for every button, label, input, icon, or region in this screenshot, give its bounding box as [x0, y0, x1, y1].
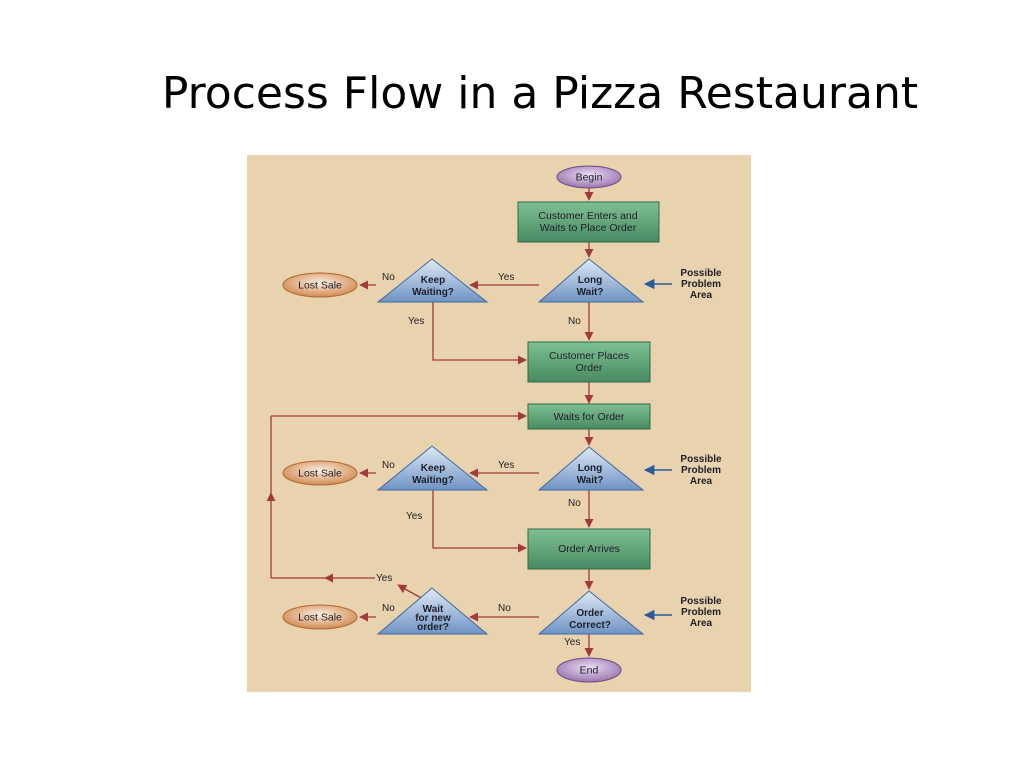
keep-waiting-2-line1: Keep [421, 463, 445, 474]
customer-enters-label-line1: Customer Enters and [538, 210, 637, 222]
customer-enters-label-line2: Waits to Place Order [540, 222, 637, 234]
order-correct-line1: Order [576, 608, 603, 619]
order-correct-line2: Correct? [569, 620, 611, 631]
long-wait-1-line2: Wait? [577, 287, 604, 298]
lost-sale-node-3: Lost Sale [282, 604, 358, 630]
problem-area-2-line1: Possible [680, 454, 722, 465]
keep-waiting-decision-2: Keep Waiting? [376, 445, 489, 491]
problem-area-1-line3: Area [690, 290, 713, 301]
label-yes-longwait2: Yes [498, 460, 514, 471]
problem-area-3-line1: Possible [680, 596, 722, 607]
order-arrives-node: Order Arrives [527, 528, 651, 570]
lost-sale-node-1: Lost Sale [282, 272, 358, 298]
end-label: End [580, 665, 599, 677]
wait-new-line3: order? [417, 622, 449, 633]
customer-places-label-line1: Customer Places [549, 350, 629, 362]
keep-waiting-1-line2: Waiting? [412, 287, 454, 298]
long-wait-decision-1: Long Wait? [537, 258, 645, 303]
end-node: End [556, 657, 622, 683]
waits-for-order-label: Waits for Order [554, 411, 625, 423]
label-no-correct: No [498, 603, 511, 614]
label-yes-correct: Yes [564, 637, 580, 648]
edge-keepwaiting2-yes [432, 490, 527, 553]
label-yes-longwait1: Yes [498, 272, 514, 283]
problem-area-2-line2: Problem [681, 465, 721, 476]
label-yes-keepwaiting1: Yes [408, 316, 424, 327]
label-yes-waitnew: Yes [376, 573, 392, 584]
edge-waitnew-yes-stub [397, 584, 424, 600]
problem-area-3-line3: Area [690, 618, 713, 629]
lost-sale-2-label: Lost Sale [298, 468, 342, 480]
problem-area-label-1: Possible Problem Area [680, 268, 722, 301]
keep-waiting-2-line2: Waiting? [412, 475, 454, 486]
lost-sale-node-2: Lost Sale [282, 460, 358, 486]
label-no-keepwaiting2: No [382, 460, 395, 471]
flow-edges [266, 188, 594, 657]
label-no-waitnew: No [382, 603, 395, 614]
diagram-background [247, 155, 751, 692]
begin-label: Begin [576, 172, 603, 184]
long-wait-2-line2: Wait? [577, 475, 604, 486]
problem-area-1-line2: Problem [681, 279, 721, 290]
long-wait-1-line1: Long [578, 275, 602, 286]
problem-area-arrows [643, 278, 672, 621]
wait-new-line2: for new [415, 613, 451, 624]
customer-enters-node: Customer Enters and Waits to Place Order [517, 201, 660, 243]
customer-places-label-line2: Order [576, 362, 603, 374]
label-yes-keepwaiting2: Yes [406, 511, 422, 522]
wait-new-line1: Wait [423, 604, 444, 615]
long-wait-2-line1: Long [578, 463, 602, 474]
label-no-longwait2: No [568, 498, 581, 509]
waits-for-order-node: Waits for Order [527, 403, 651, 430]
keep-waiting-decision-1: Keep Waiting? [376, 258, 489, 303]
label-no-longwait1: No [568, 316, 581, 327]
order-correct-decision: Order Correct? [537, 590, 645, 635]
pizza-process-flowchart: Yes No Yes No Yes No Yes No Yes No No Ye… [247, 155, 751, 692]
keep-waiting-1-line1: Keep [421, 275, 445, 286]
problem-area-2-line3: Area [690, 476, 713, 487]
problem-area-label-2: Possible Problem Area [680, 454, 722, 487]
order-arrives-label: Order Arrives [558, 543, 620, 555]
slide-title: Process Flow in a Pizza Restaurant [161, 68, 919, 119]
problem-area-label-3: Possible Problem Area [680, 596, 722, 629]
lost-sale-3-label: Lost Sale [298, 612, 342, 624]
problem-area-3-line2: Problem [681, 607, 721, 618]
long-wait-decision-2: Long Wait? [537, 446, 645, 491]
lost-sale-1-label: Lost Sale [298, 280, 342, 292]
label-no-keepwaiting1: No [382, 272, 395, 283]
customer-places-order-node: Customer Places Order [527, 341, 651, 383]
problem-area-1-line1: Possible [680, 268, 722, 279]
wait-for-new-order-decision: Wait for new order? [376, 587, 489, 635]
begin-node: Begin [556, 165, 622, 189]
edge-keepwaiting1-yes [432, 302, 527, 365]
